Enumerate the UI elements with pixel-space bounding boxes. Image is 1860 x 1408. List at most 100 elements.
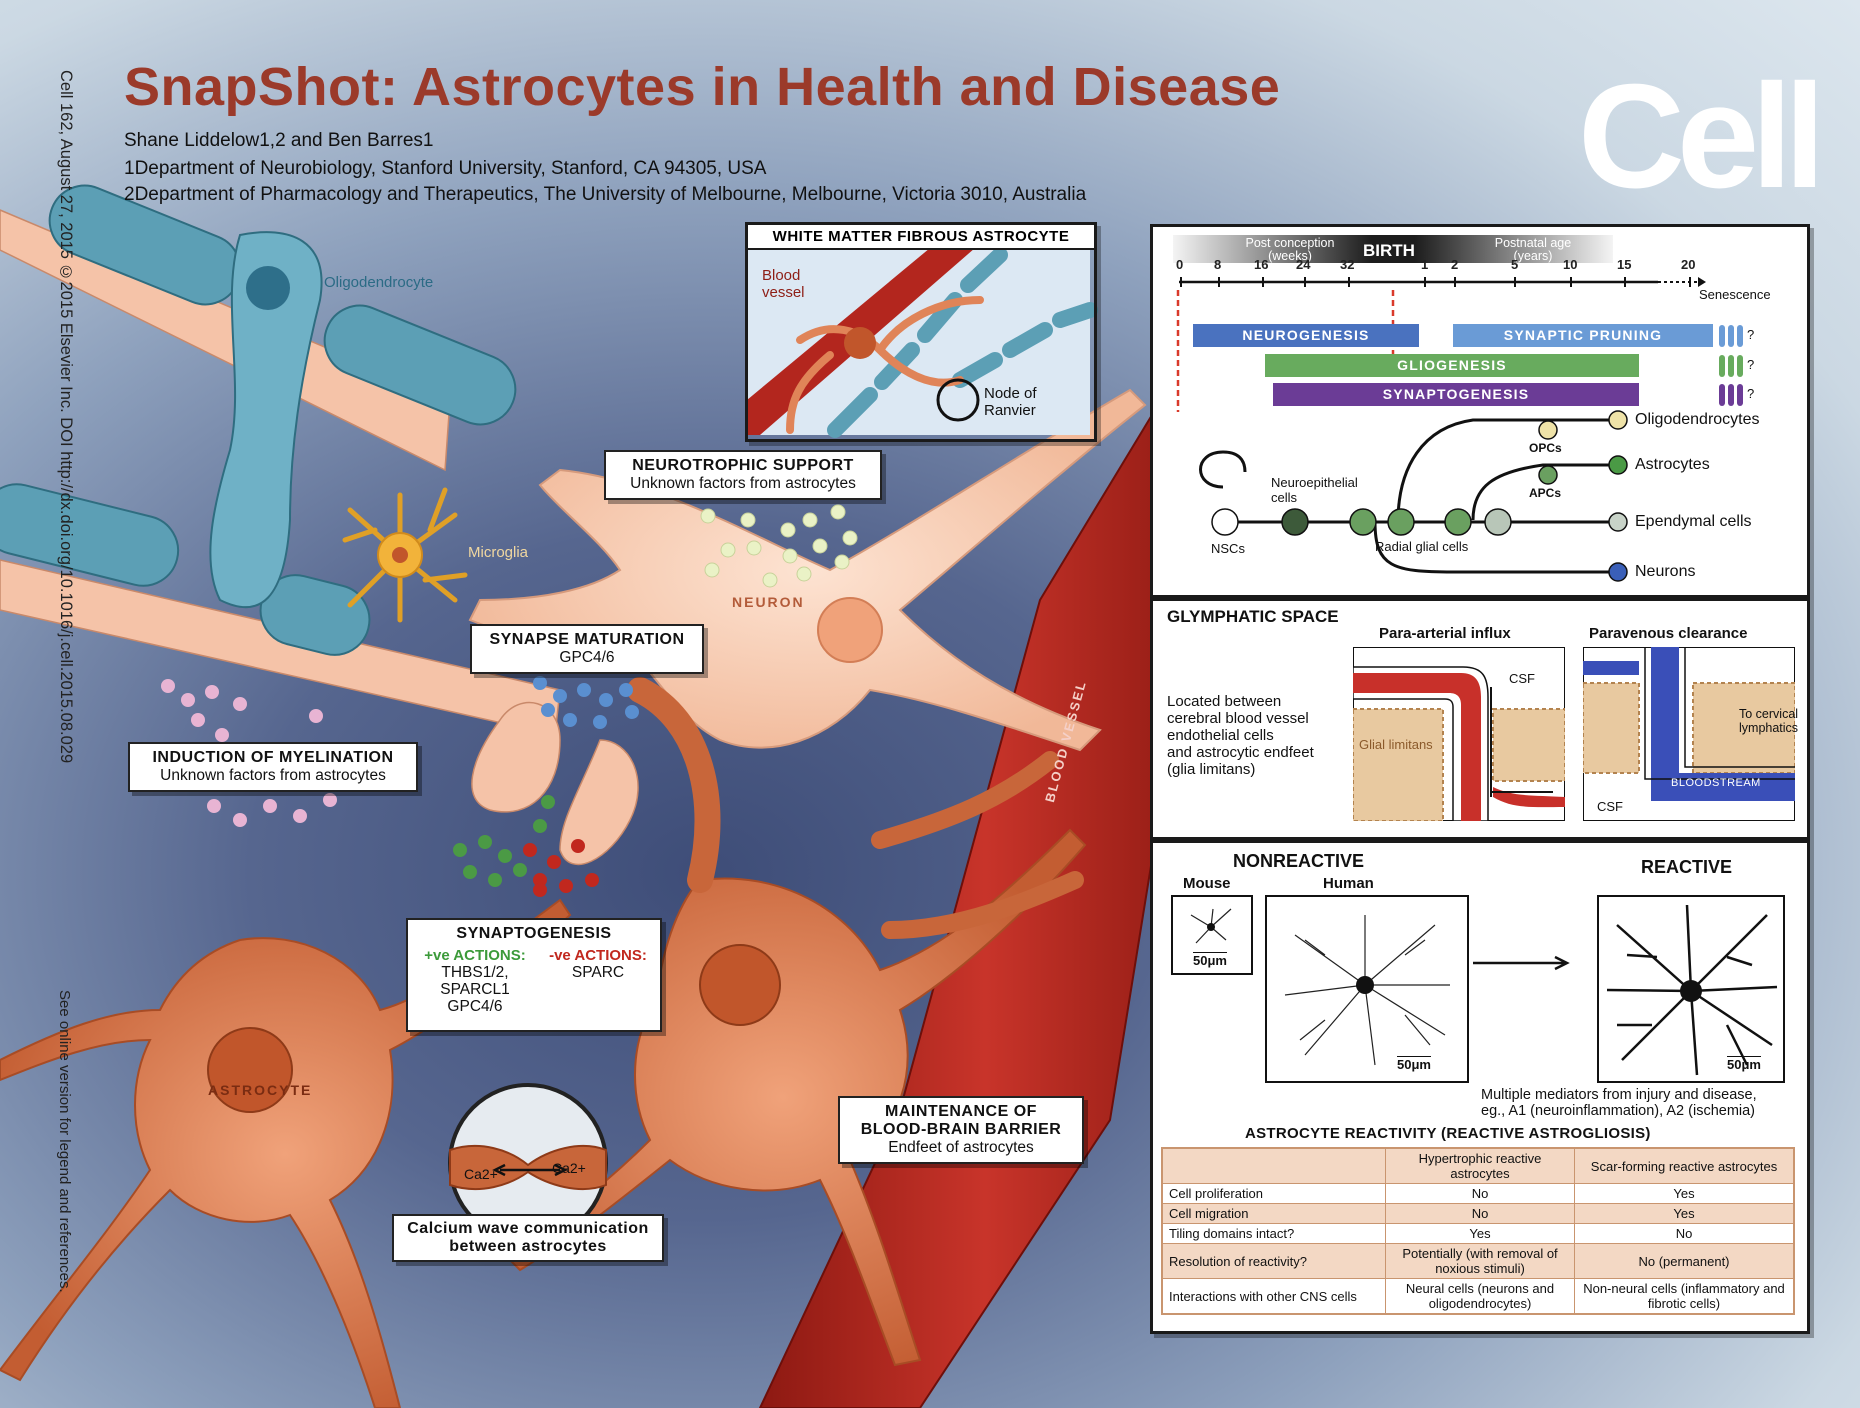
node-of-ranvier-label: Node of Ranvier: [984, 385, 1037, 419]
ependymal-label: Ependymal cells: [1635, 513, 1752, 530]
table-cell-label: Tiling domains intact?: [1161, 1223, 1386, 1244]
tick-15y: 15: [1617, 257, 1632, 272]
table-cell: Yes: [1574, 1183, 1795, 1204]
synapse-maturation-callout: SYNAPSE MATURATION GPC4/6: [470, 624, 704, 674]
microglia: [342, 487, 468, 623]
myelination-callout: INDUCTION OF MYELINATION Unknown factors…: [128, 742, 418, 792]
synaptic-pruning-bar: SYNAPTIC PRUNING: [1453, 324, 1713, 347]
postnatal-axis-label: Postnatal age (years): [1494, 236, 1572, 263]
glymphatic-description-line-5: (glia limitans): [1167, 761, 1256, 778]
neuron-label: NEURON: [732, 594, 805, 610]
glymphatic-heading: GLYMPHATIC SPACE: [1167, 607, 1339, 626]
astrocyte-label: ASTROCYTE: [208, 1082, 313, 1098]
table-cell: Potentially (with removal of noxious sti…: [1385, 1243, 1575, 1279]
tick-8: 8: [1214, 257, 1222, 272]
positive-action-1: THBS1/2,: [441, 964, 509, 981]
paravenous-csf: CSF: [1597, 799, 1623, 814]
negative-actions-label: -ve ACTIONS:: [549, 947, 647, 964]
reactivity-table: Hypertrophic reactive astrocytes Scar-fo…: [1161, 1147, 1795, 1315]
table-cell: No: [1574, 1223, 1795, 1244]
microglia-label: Microglia: [468, 544, 529, 561]
tick-32: 32: [1340, 257, 1355, 272]
mediators-note: Multiple mediators from injury and disea…: [1481, 1087, 1757, 1119]
mouse-scale-bar: 50μm: [1193, 953, 1227, 968]
table-row: Resolution of reactivity? Potentially (w…: [1161, 1243, 1795, 1279]
table-header-empty: [1161, 1147, 1386, 1184]
gliogenesis-bar: GLIOGENESIS: [1265, 354, 1639, 377]
para-arterial-heading: Para-arterial influx: [1379, 625, 1511, 642]
myelination-factors: [161, 679, 337, 827]
tick-16: 16: [1254, 257, 1269, 272]
mouse-label: Mouse: [1183, 875, 1231, 892]
synapse-maturation-factors: [533, 676, 639, 729]
positive-action-2: SPARCL1: [440, 981, 510, 998]
online-note-sidebar: See online version for legend and refere…: [56, 990, 73, 1293]
table-cell-label: Cell proliferation: [1161, 1183, 1386, 1204]
tick-20y: 20: [1681, 257, 1696, 272]
myelination-text: Unknown factors from astrocytes: [160, 767, 386, 784]
synaptogenesis-heading: SYNAPTOGENESIS: [456, 925, 612, 942]
nonreactive-heading: NONREACTIVE: [1233, 851, 1365, 871]
white-matter-inset: WHITE MATTER FIBROUS ASTROCYTE Blood ves…: [745, 222, 1097, 442]
table-header-row: Hypertrophic reactive astrocytes Scar-fo…: [1161, 1147, 1795, 1184]
para-arterial-csf: CSF: [1509, 671, 1535, 686]
myelin-sheaths: [0, 184, 517, 656]
neurotrophic-text: Unknown factors from astrocytes: [630, 475, 856, 492]
table-cell: Neural cells (neurons and oligodendrocyt…: [1385, 1278, 1575, 1315]
oligodendrocyte-body: [209, 231, 323, 609]
human-astrocyte-micrograph: [1265, 895, 1469, 1083]
mediators-note-line-2: eg., A1 (neuroinflammation), A2 (ischemi…: [1481, 1103, 1756, 1119]
table-cell: No: [1385, 1183, 1575, 1204]
para-arterial-diagram: [1353, 647, 1565, 821]
bbb-heading-1: MAINTENANCE OF: [885, 1103, 1037, 1120]
synaptogenesis-question: ?: [1747, 386, 1755, 401]
astrocyte-process-to-synapse: [627, 677, 721, 893]
synaptogenesis-positive-factors: [453, 795, 555, 887]
authors-line: Shane Liddelow1,2 and Ben Barres1: [124, 130, 434, 151]
white-matter-heading: WHITE MATTER FIBROUS ASTROCYTE: [748, 225, 1094, 250]
glymphatic-description: Located between cerebral blood vessel en…: [1167, 693, 1314, 778]
oligodendrocytes-label: Oligodendrocytes: [1635, 411, 1760, 428]
table-cell: Yes: [1574, 1203, 1795, 1224]
inset-blood-vessel-label: Blood vessel: [762, 267, 805, 301]
prenatal-axis-label: Post conception (weeks): [1245, 236, 1335, 263]
radial-glial-label: Radial glial cells: [1375, 539, 1469, 554]
mouse-astrocyte-micrograph: [1171, 895, 1253, 975]
paravenous-heading: Paravenous clearance: [1589, 625, 1748, 642]
reactivity-arrow: [1473, 955, 1570, 971]
tick-5y: 5: [1511, 257, 1519, 272]
bbb-callout: MAINTENANCE OF BLOOD-BRAIN BARRIER Endfe…: [838, 1096, 1084, 1164]
presynaptic-terminal: [471, 701, 561, 813]
table-cell-label: Interactions with other CNS cells: [1161, 1278, 1386, 1315]
neurotrophic-heading: NEUROTROPHIC SUPPORT: [632, 457, 854, 474]
positive-actions-label: +ve ACTIONS:: [424, 947, 526, 964]
neurotrophic-factors: [700, 504, 858, 588]
glia-limitans-label: Glial limitans: [1359, 737, 1433, 752]
reactive-heading: REACTIVE: [1641, 857, 1733, 877]
myelination-heading: INDUCTION OF MYELINATION: [152, 749, 394, 766]
table-header-hypertrophic: Hypertrophic reactive astrocytes: [1385, 1147, 1575, 1184]
table-cell-label: Cell migration: [1161, 1203, 1386, 1224]
synaptogenesis-negative-factors: [523, 839, 599, 897]
human-scale-bar: 50μm: [1397, 1057, 1431, 1072]
tick-2y: 2: [1451, 257, 1459, 272]
paravenous-diagram: [1583, 647, 1795, 821]
tick-1y: 1: [1421, 257, 1429, 272]
bbb-heading-2: BLOOD-BRAIN BARRIER: [860, 1121, 1062, 1138]
oligodendrocyte-label: Oligodendrocyte: [324, 274, 434, 291]
postsynaptic-spine: [559, 739, 639, 866]
calcium-heading-2: between astrocytes: [449, 1238, 607, 1255]
reactive-scale-bar: 50μm: [1727, 1057, 1761, 1072]
calcium-heading-1: Calcium wave communication: [407, 1220, 649, 1237]
table-header-scar-forming: Scar-forming reactive astrocytes: [1574, 1147, 1795, 1184]
neuroepithelial-label: Neuroepithelial cells: [1271, 475, 1358, 505]
apcs-label: APCs: [1529, 486, 1562, 500]
table-row: Cell proliferation No Yes: [1161, 1183, 1795, 1204]
reactivity-table-title: ASTROCYTE REACTIVITY (REACTIVE ASTROGLIO…: [1245, 1125, 1651, 1142]
gliogenesis-question: ?: [1747, 357, 1755, 372]
mediators-note-line-1: Multiple mediators from injury and disea…: [1481, 1087, 1757, 1103]
table-row: Interactions with other CNS cells Neural…: [1161, 1278, 1795, 1315]
development-timeline-panel: Post conception (weeks) BIRTH Postnatal …: [1150, 224, 1810, 598]
